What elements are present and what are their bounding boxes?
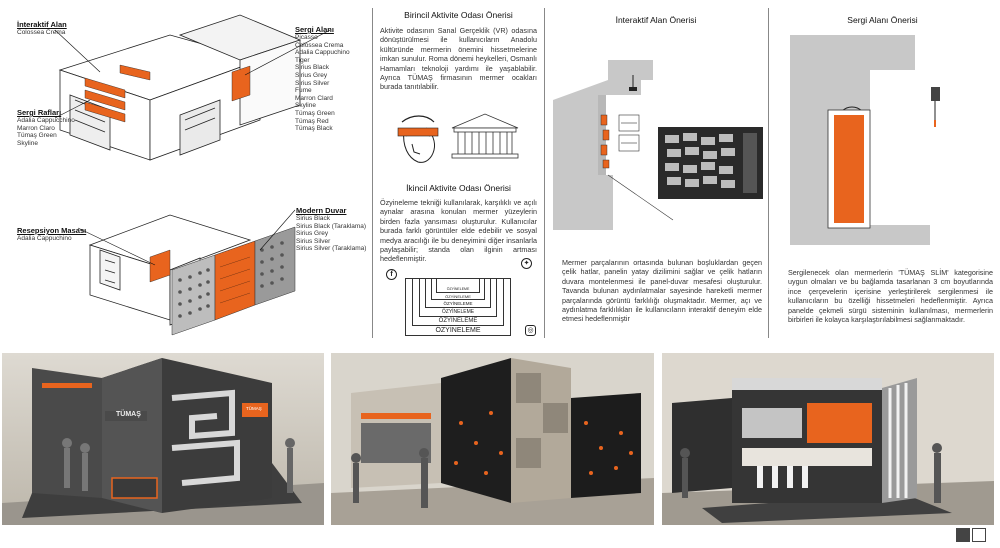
vr-illustration xyxy=(392,108,527,168)
recursion-frame xyxy=(431,278,485,300)
modern-duvar-items: Sirius Black Sirius Black (Taraklama) Si… xyxy=(296,215,366,253)
sergi-raflari-item: Marron Claro xyxy=(17,124,55,132)
render-booth-front xyxy=(2,353,324,525)
sergi-alani-item: Tümaş Black xyxy=(295,125,333,133)
recursion-label: ÖZYİNELEME xyxy=(438,318,478,324)
facebook-icon[interactable]: f xyxy=(386,269,397,280)
sergi-alani-title: Sergi Alanı xyxy=(295,25,334,34)
sergi-raflari-label: Sergi Rafları Adalia Cappucchino Marron … xyxy=(17,108,75,147)
recursion-frame xyxy=(425,278,491,308)
instagram-icon[interactable]: ◎ xyxy=(525,325,536,336)
divider xyxy=(372,8,373,338)
primary-activity-text: Aktivite odasının Sanal Gerçeklik (VR) o… xyxy=(380,26,537,92)
divider xyxy=(544,8,545,338)
sergi-heading: Sergi Alanı Önerisi xyxy=(847,15,918,25)
secondary-activity-heading: İkincil Aktivite Odası Önerisi xyxy=(406,183,511,193)
sergi-raflari-title: Sergi Rafları xyxy=(17,108,62,117)
divider xyxy=(768,8,769,338)
interaktif-text: Mermer parçalarının ortasında bulunan bo… xyxy=(562,258,762,324)
interaktif-heading: İnteraktif Alan Önerisi xyxy=(615,15,697,25)
recursion-frame xyxy=(412,278,504,326)
axonometric-booth-2 xyxy=(77,209,296,336)
secondary-activity-text: Özyineleme tekniği kullanılarak, karşılı… xyxy=(380,198,537,264)
sergi-alani-item: Skyline xyxy=(295,102,316,110)
sergi-section-drawing xyxy=(790,35,990,245)
sergi-alani-item: Sirius Silver xyxy=(295,79,330,87)
render-2 xyxy=(331,353,654,525)
primary-activity-heading: Birincil Aktivite Odası Önerisi xyxy=(404,10,513,20)
interaktif-section-drawing xyxy=(553,35,763,245)
sergi-alani-item: Fume xyxy=(295,87,312,95)
sergi-alani-label: Sergi Alanı Picasso Colossea Crema Adali… xyxy=(295,25,350,133)
recursion-label: ÖZYİNELEME xyxy=(445,294,471,299)
sergi-raflari-item: Adalia Cappucchino xyxy=(17,117,75,124)
modern-duvar-item: Sirius Grey xyxy=(296,230,329,238)
axonometric-booth-1 xyxy=(54,14,331,161)
render1-small-brand: TÜMAŞ xyxy=(246,406,262,411)
modern-duvar-item: Sirius Black xyxy=(296,215,330,222)
recursion-frame xyxy=(405,278,511,336)
sergi-alani-item: Sirius Black xyxy=(295,64,329,72)
column-sergi: Sergi Alanı Önerisi xyxy=(775,15,990,25)
sergi-text: Sergilenecek olan mermerlerin 'TÜMAŞ SLİ… xyxy=(788,268,993,325)
interaktif-alan-title: İnteraktif Alan xyxy=(17,20,67,29)
diagram-2 xyxy=(60,195,370,345)
sergi-alani-item: Adalia Cappuchino xyxy=(295,49,350,57)
section-drawing-interaktif xyxy=(553,60,763,230)
sergi-alani-item: Sirius Grey xyxy=(295,71,328,79)
column-activity: Birincil Aktivite Odası Önerisi Aktivite… xyxy=(380,10,537,92)
resepsiyon-title: Resepsiyon Masası xyxy=(17,226,87,235)
modern-duvar-title: Modern Duvar xyxy=(296,206,347,215)
recursion-label: ÖZYİNELEME xyxy=(441,309,475,315)
sergi-alani-items: Picasso Colossea Crema Adalia Cappuchino… xyxy=(295,34,350,133)
column-activity-2: İkincil Aktivite Odası Önerisi Özyinelem… xyxy=(380,183,537,264)
resepsiyon-items: Adalia Cappuchino xyxy=(17,235,86,243)
modern-duvar-item: Sirius Silver (Taraklama) xyxy=(296,245,367,253)
sergi-alani-item: Picasso xyxy=(295,34,318,41)
twitter-icon[interactable]: ✦ xyxy=(521,258,532,269)
recursion-label: ÖZYİNELEME xyxy=(435,327,481,334)
interaktif-item: Colossea Crema xyxy=(17,29,66,36)
modern-duvar-item: Sirius Black (Taraklama) xyxy=(296,222,367,230)
render-booth-wall xyxy=(331,353,654,525)
diagram-1 xyxy=(0,0,370,175)
sergi-alani-item: Tümaş Red xyxy=(295,117,329,125)
sergi-alani-item: Colossea Crema xyxy=(295,41,344,49)
page-indicator-light[interactable] xyxy=(972,528,986,542)
page-indicator xyxy=(956,528,992,542)
sergi-alani-item: Tümaş Green xyxy=(295,109,335,117)
resepsiyon-label: Resepsiyon Masası Adalia Cappuchino xyxy=(17,226,86,243)
sergi-raflari-item: Skyline xyxy=(17,139,38,147)
render-3 xyxy=(662,353,994,525)
page-indicator-dark[interactable] xyxy=(956,528,970,542)
render-booth-interior xyxy=(662,353,994,525)
vr-head-and-temple-icon xyxy=(397,113,519,163)
recursion-diagram: ÖZYİNELEME ÖZYİNELEME ÖZYİNELEME ÖZYİNEL… xyxy=(405,278,511,336)
sergi-raflari-item: Tümaş Green xyxy=(17,132,57,140)
recursion-frame xyxy=(436,278,480,293)
column-interaktif: İnteraktif Alan Önerisi xyxy=(550,15,762,25)
sergi-alani-item: Marron Clard xyxy=(295,94,333,102)
recursion-label: ÖZYİNELEME xyxy=(443,301,473,306)
modern-duvar-label: Modern Duvar Sirius Black Sirius Black (… xyxy=(296,206,366,253)
sergi-alani-item: Tiger xyxy=(295,56,310,64)
render-1: TÜMAŞ TÜMAŞ xyxy=(2,353,324,525)
sergi-raflari-items: Adalia Cappucchino Marron Claro Tümaş Gr… xyxy=(17,117,75,147)
resepsiyon-item: Adalia Cappuchino xyxy=(17,235,72,242)
recursion-frame xyxy=(419,278,497,317)
interaktif-alan-items: Colossea Crema xyxy=(17,29,67,37)
interaktif-alan-label: İnteraktif Alan Colossea Crema xyxy=(17,20,67,37)
recursion-label: ÖZYİNELEME xyxy=(446,287,470,291)
section-drawing-sergi xyxy=(790,35,940,245)
render1-brand: TÜMAŞ xyxy=(116,411,141,418)
modern-duvar-item: Sirius Silver xyxy=(296,237,331,245)
